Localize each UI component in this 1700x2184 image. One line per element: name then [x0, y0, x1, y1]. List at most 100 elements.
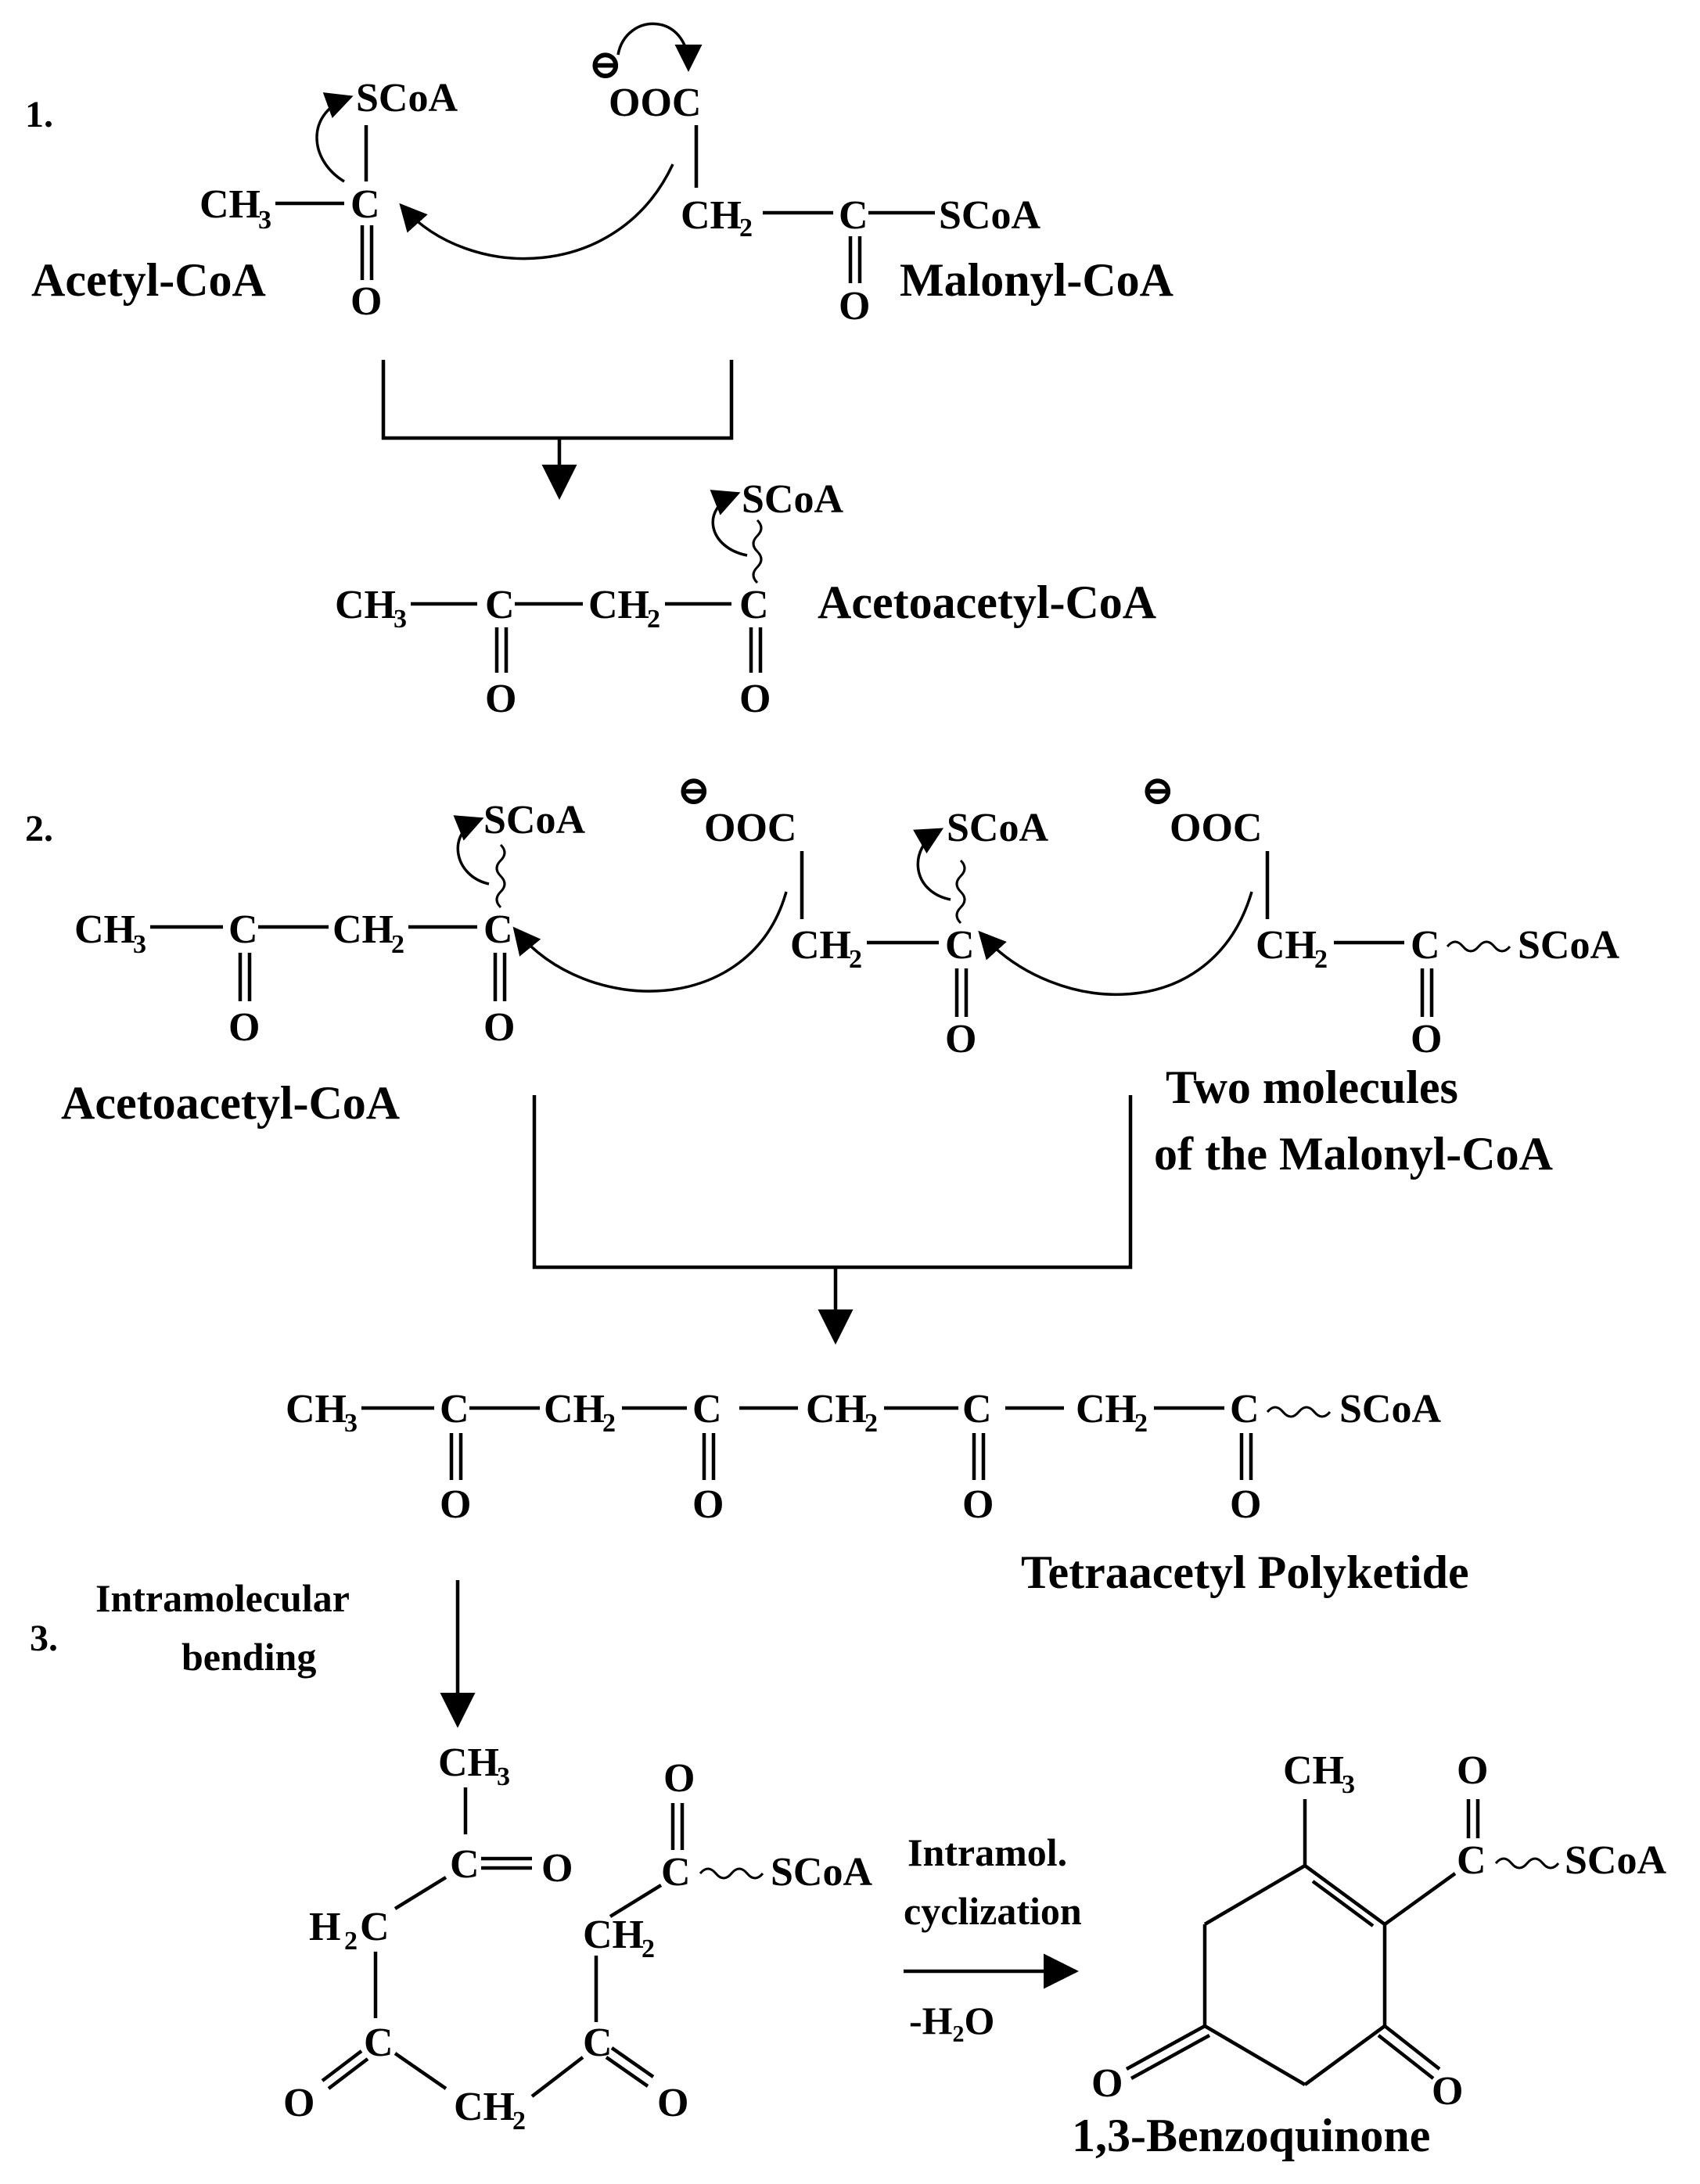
svg-text:O: O	[1432, 2069, 1463, 2114]
step-2-label: 2.	[25, 808, 53, 850]
svg-text:CH: CH	[1076, 1387, 1137, 1431]
svg-text:SCoA: SCoA	[742, 477, 843, 522]
svg-text:C: C	[483, 907, 513, 952]
svg-text:O: O	[440, 1482, 471, 1527]
svg-text:3: 3	[394, 605, 407, 634]
bracket-step-1	[381, 360, 734, 440]
svg-text:2: 2	[512, 2107, 526, 2136]
svg-text:H: H	[309, 1905, 340, 1949]
bending-label-2: bending	[182, 1635, 316, 1679]
step-1-label: 1.	[25, 94, 53, 135]
malonyl-ooc: OOC	[609, 81, 701, 125]
svg-text:O: O	[1457, 1748, 1488, 1793]
svg-text:C: C	[945, 923, 975, 968]
svg-text:⊖: ⊖	[588, 43, 623, 88]
svg-text:CH: CH	[74, 907, 135, 952]
svg-text:2: 2	[849, 945, 862, 974]
svg-text:CH: CH	[544, 1387, 605, 1431]
svg-text:O: O	[350, 279, 382, 324]
svg-text:2: 2	[739, 214, 753, 242]
svg-text:CH: CH	[335, 583, 396, 627]
svg-text:2: 2	[1314, 945, 1328, 974]
svg-text:C: C	[739, 583, 769, 627]
svg-text:O: O	[663, 1756, 695, 1801]
step-2-reactants: CH 3 C O CH 2 C O SCoA ⊖ OOC CH 2 C O SC…	[74, 769, 1619, 1061]
svg-text:⊖: ⊖	[677, 769, 711, 814]
svg-text:3: 3	[258, 206, 271, 235]
svg-text:O: O	[945, 1017, 976, 1061]
svg-text:O: O	[1091, 2061, 1123, 2106]
svg-text:O: O	[283, 2081, 314, 2125]
svg-text:C: C	[661, 1850, 691, 1895]
malonyl-coa-label: Malonyl-CoA	[900, 254, 1173, 306]
svg-text:O: O	[657, 2081, 688, 2125]
svg-text:3: 3	[497, 1762, 510, 1791]
two-malonyl-label-1: Two molecules	[1166, 1061, 1458, 1113]
curved-arrow-acetyl	[315, 92, 354, 183]
svg-text:C: C	[485, 583, 515, 627]
tetraacetyl-label: Tetraacetyl Polyketide	[1021, 1546, 1469, 1598]
cyclization-label-1: Intramol.	[908, 1830, 1067, 1874]
svg-text:C: C	[1457, 1838, 1486, 1883]
acetyl-coa-label: Acetyl-CoA	[31, 254, 266, 306]
acetyl-coa-structure: SCoA CH 3 C O	[199, 76, 458, 324]
acetyl-scoa: SCoA	[356, 76, 458, 120]
bent-polyketide-structure: CH 3 C O H 2 C C O CH 2 C O CH 2 C O SCo…	[283, 1740, 872, 2136]
svg-text:SCoA: SCoA	[771, 1850, 872, 1895]
acetoacetyl-coa-label-2: Acetoacetyl-CoA	[61, 1077, 400, 1129]
svg-text:C: C	[364, 2021, 394, 2065]
bracket-step-2	[532, 1095, 1133, 1270]
svg-text:C: C	[962, 1387, 992, 1431]
acetyl-carbonyl-c: C	[350, 182, 380, 227]
svg-text:3: 3	[133, 930, 146, 959]
step-3-label: 3.	[30, 1618, 58, 1659]
svg-text:CH: CH	[438, 1740, 499, 1785]
svg-text:O: O	[692, 1482, 724, 1527]
svg-text:O: O	[962, 1482, 994, 1527]
svg-text:C: C	[839, 193, 868, 238]
svg-text:SCoA: SCoA	[1339, 1387, 1441, 1431]
svg-text:CH: CH	[588, 583, 649, 627]
svg-text:O: O	[1230, 1482, 1261, 1527]
svg-text:2: 2	[647, 605, 660, 634]
svg-text:O: O	[485, 677, 516, 721]
svg-text:C: C	[450, 1842, 480, 1887]
svg-text:C: C	[692, 1387, 722, 1431]
svg-text:C: C	[440, 1387, 469, 1431]
svg-text:C: C	[228, 907, 258, 952]
svg-text:SCoA: SCoA	[1565, 1838, 1666, 1883]
bending-label-1: Intramolecular	[95, 1576, 350, 1620]
svg-text:CH: CH	[332, 907, 394, 952]
svg-text:3: 3	[344, 1409, 358, 1438]
svg-text:2: 2	[344, 1927, 358, 1956]
cyclization-label-2: cyclization	[904, 1889, 1082, 1933]
malonyl-coa-structure: ⊖ OOC CH 2 C SCoA O	[588, 43, 1040, 329]
svg-text:C: C	[1411, 923, 1440, 968]
svg-text:O: O	[839, 284, 870, 329]
svg-text:OOC: OOC	[704, 806, 796, 850]
svg-text:SCoA: SCoA	[939, 193, 1040, 238]
curved-arrow-attack-1	[399, 163, 674, 260]
svg-text:O: O	[483, 1005, 515, 1050]
svg-text:2: 2	[864, 1409, 878, 1438]
svg-text:O: O	[228, 1005, 260, 1050]
svg-text:C: C	[1230, 1387, 1260, 1431]
svg-text:O: O	[1411, 1017, 1442, 1061]
svg-text:3: 3	[1342, 1770, 1355, 1799]
svg-text:2: 2	[1134, 1409, 1148, 1438]
svg-text:CH: CH	[286, 1387, 347, 1431]
svg-text:OOC: OOC	[1170, 806, 1262, 850]
acetoacetyl-coa-label: Acetoacetyl-CoA	[818, 577, 1156, 628]
svg-text:CH: CH	[583, 1913, 644, 1957]
benzoquinone-structure: CH 3 O O C O SCoA	[1091, 1748, 1666, 2114]
curved-arrow-decarboxylation	[616, 22, 703, 72]
svg-text:CH: CH	[454, 2085, 515, 2129]
svg-text:SCoA: SCoA	[1518, 923, 1619, 968]
acetoacetyl-coa-structure: SCoA CH 3 C O CH 2 C O	[335, 477, 843, 721]
svg-text:CH: CH	[1256, 923, 1317, 968]
svg-text:⊖: ⊖	[1141, 769, 1175, 814]
svg-text:CH: CH	[681, 193, 742, 238]
svg-text:2: 2	[642, 1934, 655, 1963]
svg-text:O: O	[739, 677, 771, 721]
